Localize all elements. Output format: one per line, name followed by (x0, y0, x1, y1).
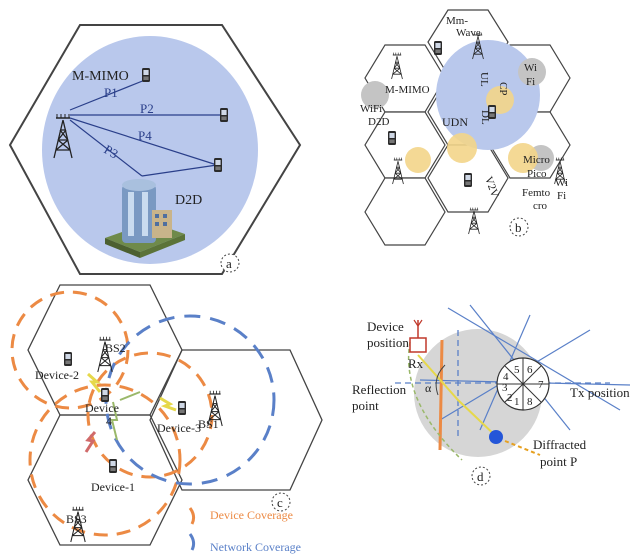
sector-wheel (496, 357, 550, 411)
panel-b-small-cell-area (508, 143, 538, 173)
panel-a-d2d-label: D2D (175, 193, 202, 208)
device-position-label-2: position (367, 335, 409, 350)
diffracted-point-label-1: Diffracted (533, 437, 587, 452)
panel-b: Mm- Wave WiFi M-MIMO Wi Fi D2D UDN UL DL… (360, 9, 571, 246)
panel-b-phone-icon (388, 131, 396, 145)
path-label-p3: P3 (102, 142, 121, 162)
panel-b-tag: b (515, 220, 522, 235)
sector-label-1: 1 (514, 396, 520, 408)
sector-label-2: 2 (507, 392, 513, 404)
network-coverage-circles (104, 314, 276, 486)
panel-a-tag-circle (220, 253, 240, 273)
panel-b-wifi-area (518, 58, 546, 86)
panel-c: BS2 Device-2 Device 4 Device-3 BS1 Devic… (10, 284, 323, 554)
panel-d-tag-circle (471, 466, 491, 486)
legend-device-swatch (188, 507, 196, 525)
pico-label: Pico (527, 168, 547, 180)
device4-label: Device (85, 401, 119, 415)
reflection-path (407, 341, 463, 461)
panel-d: 5 6 4 7 3 2 1 8 Device position Rx Refle… (352, 304, 630, 486)
wifi-label-right-2: Fi (526, 76, 535, 88)
mmwave-label-2: Wave (456, 27, 481, 39)
legend-network-swatch (188, 533, 196, 551)
sector-label-6: 6 (527, 364, 533, 376)
legend-network-coverage: Network Coverage (210, 540, 301, 554)
wifi-label-br-2: Fi (557, 190, 566, 202)
device4-number: 4 (106, 414, 112, 428)
panel-b-wifi-area (361, 81, 389, 109)
wifi-label-br-1: Wi (555, 177, 568, 189)
device2-label: Device-2 (35, 368, 79, 382)
sector-label-8: 8 (527, 396, 533, 408)
sector-label-5: 5 (514, 364, 520, 376)
path-label-p4: P4 (138, 128, 152, 143)
building-icon (105, 179, 185, 258)
rx-antenna-icon (409, 319, 427, 353)
path-label-p1: P1 (104, 85, 118, 100)
device1-phone-icon (109, 459, 117, 473)
device3-phone-icon (178, 401, 186, 415)
bs1-label: BS1 (198, 417, 219, 431)
wifi-label-right-1: Wi (524, 62, 537, 74)
device-position-label-1: Device (367, 319, 404, 334)
bs3-label: BS3 (66, 512, 87, 526)
legend: Device Coverage Network Coverage (188, 507, 301, 554)
sector-label-3: 3 (502, 382, 508, 394)
diffraction-path (417, 354, 501, 441)
device2-phone-icon (64, 352, 72, 366)
bs2-label: BS2 (105, 341, 126, 355)
legend-device-coverage: Device Coverage (210, 508, 293, 522)
sector-label-7: 7 (538, 379, 544, 391)
panel-c-tag-circle (271, 492, 291, 512)
alpha-arc (435, 364, 446, 396)
femto-label-1: Femto (522, 187, 551, 199)
panel-c-hex-grid (27, 284, 323, 546)
diffracted-point-label-2: point P (540, 454, 577, 469)
diffracted-point (489, 430, 503, 444)
femto-label-2: cro (533, 200, 548, 212)
tx-position-label: Tx position (570, 385, 630, 400)
panel-b-phone-icon (434, 41, 442, 55)
panel-a: M-MIMO P1 P2 P3 P4 D2D a (8, 24, 302, 275)
device-coverage-circles (10, 290, 214, 537)
panel-b-phone-icon (464, 173, 472, 187)
ul-label: UL (478, 72, 490, 87)
panel-a-links (69, 79, 225, 177)
diffracted-pointer (504, 440, 541, 456)
dl-label: DL (479, 110, 491, 125)
panel-b-small-cell-area (405, 147, 431, 173)
panel-a-phone-icon (214, 158, 222, 172)
mmwave-label-1: Mm- (446, 15, 468, 27)
sector-label-4: 4 (503, 371, 509, 383)
reflection-point-label-1: Reflection (352, 382, 407, 397)
panel-a-tag: a (226, 256, 232, 271)
panel-a-mimo-label: M-MIMO (72, 69, 129, 84)
device1-label: Device-1 (91, 480, 135, 494)
panel-a-phone-icon (220, 108, 228, 122)
device4-phone-icon (101, 388, 109, 402)
panel-b-tag-circle (509, 217, 529, 237)
reflection-point-label-2: point (352, 398, 379, 413)
panel-b-mimo-label: M-MIMO (385, 84, 430, 96)
panel-b-d2d-label: D2D (368, 116, 389, 128)
link-bolts (84, 372, 177, 453)
panel-c-tag: c (277, 495, 283, 510)
panel-a-phone-icon (142, 68, 150, 82)
wifi-label-left: WiFi (360, 103, 382, 115)
micro-label: Micro (523, 154, 550, 166)
rx-label: Rx (408, 356, 424, 371)
alpha-label: α (425, 381, 432, 395)
reflection-surface (438, 339, 444, 451)
panel-b-small-cell-area (447, 133, 477, 163)
panel-d-tag: d (477, 469, 484, 484)
device3-label: Device-3 (157, 421, 201, 435)
udn-label: UDN (442, 115, 468, 129)
path-label-p2: P2 (140, 101, 154, 116)
panel-a-coverage-area (42, 36, 258, 264)
cp-label: CP (497, 82, 509, 95)
